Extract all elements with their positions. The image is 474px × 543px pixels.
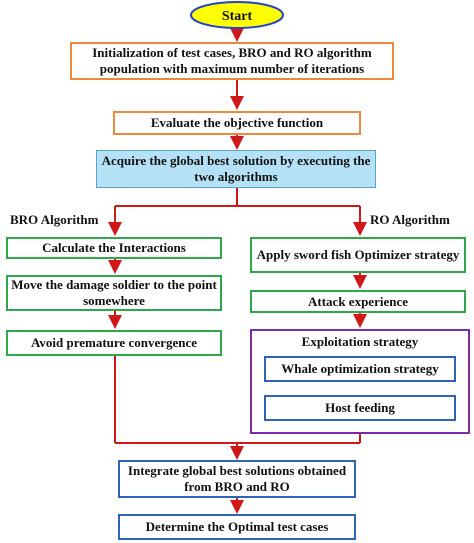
init-text: Initialization of test cases, BRO and RO… — [92, 45, 372, 76]
bro-step-interactions: Calculate the Interactions — [6, 237, 222, 259]
exploitation-item-text: Host feeding — [325, 400, 395, 415]
bro-step-move: Move the damage soldier to the point som… — [6, 275, 222, 311]
bro-step-text: Move the damage soldier to the point som… — [11, 277, 217, 308]
bro-algorithm-label: BRO Algorithm — [10, 212, 99, 227]
integrate-text: Integrate global best solutions obtained… — [127, 463, 347, 494]
acquire-box: Acquire the global best solution by exec… — [96, 150, 376, 188]
bro-step-avoid: Avoid premature convergence — [6, 330, 222, 356]
bro-step-text: Avoid premature convergence — [30, 335, 198, 350]
exploitation-title: Exploitation strategy — [301, 334, 419, 349]
exploitation-whale: Whale optimization strategy — [264, 356, 456, 382]
bro-step-text: Calculate the Interactions — [42, 240, 186, 255]
evaluate-box: Evaluate the objective function — [113, 111, 361, 135]
start-label: Start — [222, 9, 253, 24]
evaluate-text: Evaluate the objective function — [150, 115, 324, 130]
exploitation-host-feeding: Host feeding — [264, 395, 456, 421]
exploitation-item-text: Whale optimization strategy — [281, 361, 439, 376]
acquire-text: Acquire the global best solution by exec… — [101, 153, 371, 184]
exploitation-box: Exploitation strategy Whale optimization… — [250, 329, 470, 434]
ro-step-text: Attack experience — [308, 293, 408, 309]
integrate-box: Integrate global best solutions obtained… — [118, 460, 356, 498]
ro-step-swordfish: Apply sword fish Optimizer strategy — [250, 237, 466, 273]
init-box: Initialization of test cases, BRO and RO… — [70, 42, 394, 80]
start-node: Start — [190, 1, 284, 29]
determine-box: Determine the Optimal test cases — [118, 514, 356, 540]
ro-step-attack: Attack experience — [250, 290, 466, 313]
ro-step-text: Apply sword fish Optimizer strategy — [256, 247, 460, 262]
ro-algorithm-label: RO Algorithm — [370, 212, 450, 227]
determine-text: Determine the Optimal test cases — [145, 519, 329, 534]
